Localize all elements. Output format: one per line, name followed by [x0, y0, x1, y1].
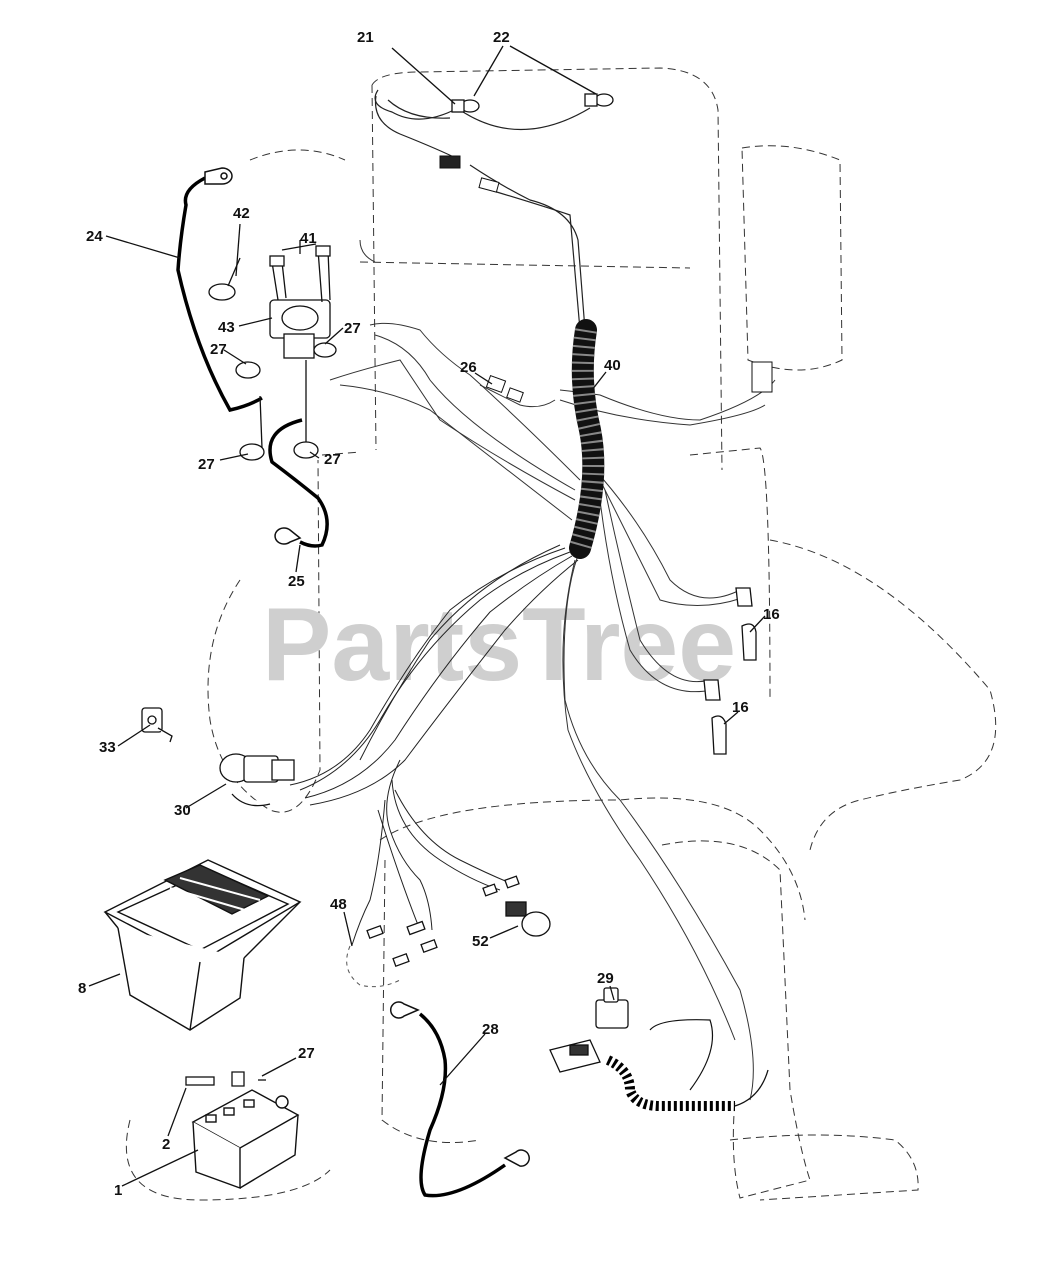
callout-33: 33 [99, 739, 116, 756]
battery-cable-ground [418, 1012, 507, 1198]
harness-connector-set [366, 875, 520, 967]
callout-27: 27 [324, 451, 341, 468]
callout-27: 27 [344, 320, 361, 337]
callout-43: 43 [218, 319, 235, 336]
headlight-harness [374, 89, 591, 331]
callout-27: 27 [210, 341, 227, 358]
harness-connector [506, 387, 524, 403]
callout-16: 16 [732, 699, 749, 716]
leader-lines [88, 45, 766, 1187]
harness-connector [478, 177, 500, 193]
headlight-bulb-right [584, 93, 614, 107]
ignition-switch [219, 753, 295, 807]
connector-dashed-loop [346, 945, 401, 988]
callout-41: 41 [300, 230, 317, 247]
battery-box [103, 859, 302, 1031]
callout-25: 25 [288, 573, 305, 590]
harness-connector [439, 155, 461, 169]
coiled-cord [605, 1019, 769, 1111]
watermark: PartsTree [262, 587, 736, 703]
callout-labels: 21 22 24 42 41 43 27 27 27 27 26 40 25 1… [78, 29, 780, 1199]
corrugated-conduit [569, 319, 605, 559]
callout-24: 24 [86, 228, 103, 245]
cable-terminal [204, 167, 233, 185]
harness-clip [703, 587, 757, 755]
callout-21: 21 [357, 29, 374, 46]
callout-40: 40 [604, 357, 621, 374]
seat-switch [549, 987, 629, 1073]
solenoid-assembly [208, 245, 337, 461]
battery-bolt [185, 1071, 266, 1087]
callout-30: 30 [174, 802, 191, 819]
battery-cable-negative [176, 176, 263, 412]
harness-wires [329, 239, 776, 1101]
callout-16: 16 [763, 606, 780, 623]
cable-terminal [274, 527, 302, 545]
callout-28: 28 [482, 1021, 499, 1038]
cable-terminal [389, 1001, 530, 1167]
callout-48: 48 [330, 896, 347, 913]
relay-plug [505, 901, 551, 937]
ignition-key [141, 707, 173, 743]
callout-22: 22 [493, 29, 510, 46]
tractor-outline [125, 67, 997, 1201]
callout-52: 52 [472, 933, 489, 950]
callout-1: 1 [114, 1182, 122, 1199]
callout-2: 2 [162, 1136, 170, 1153]
callout-8: 8 [78, 980, 86, 997]
callout-42: 42 [233, 205, 250, 222]
callout-29: 29 [597, 970, 614, 987]
callout-27: 27 [298, 1045, 315, 1062]
battery [191, 1089, 300, 1189]
harness-main-bundle [289, 544, 579, 946]
callout-27: 27 [198, 456, 215, 473]
battery-cable-positive [268, 418, 329, 548]
callout-26: 26 [460, 359, 477, 376]
harness-connector [751, 361, 773, 393]
headlight-bulb-left [451, 99, 480, 113]
